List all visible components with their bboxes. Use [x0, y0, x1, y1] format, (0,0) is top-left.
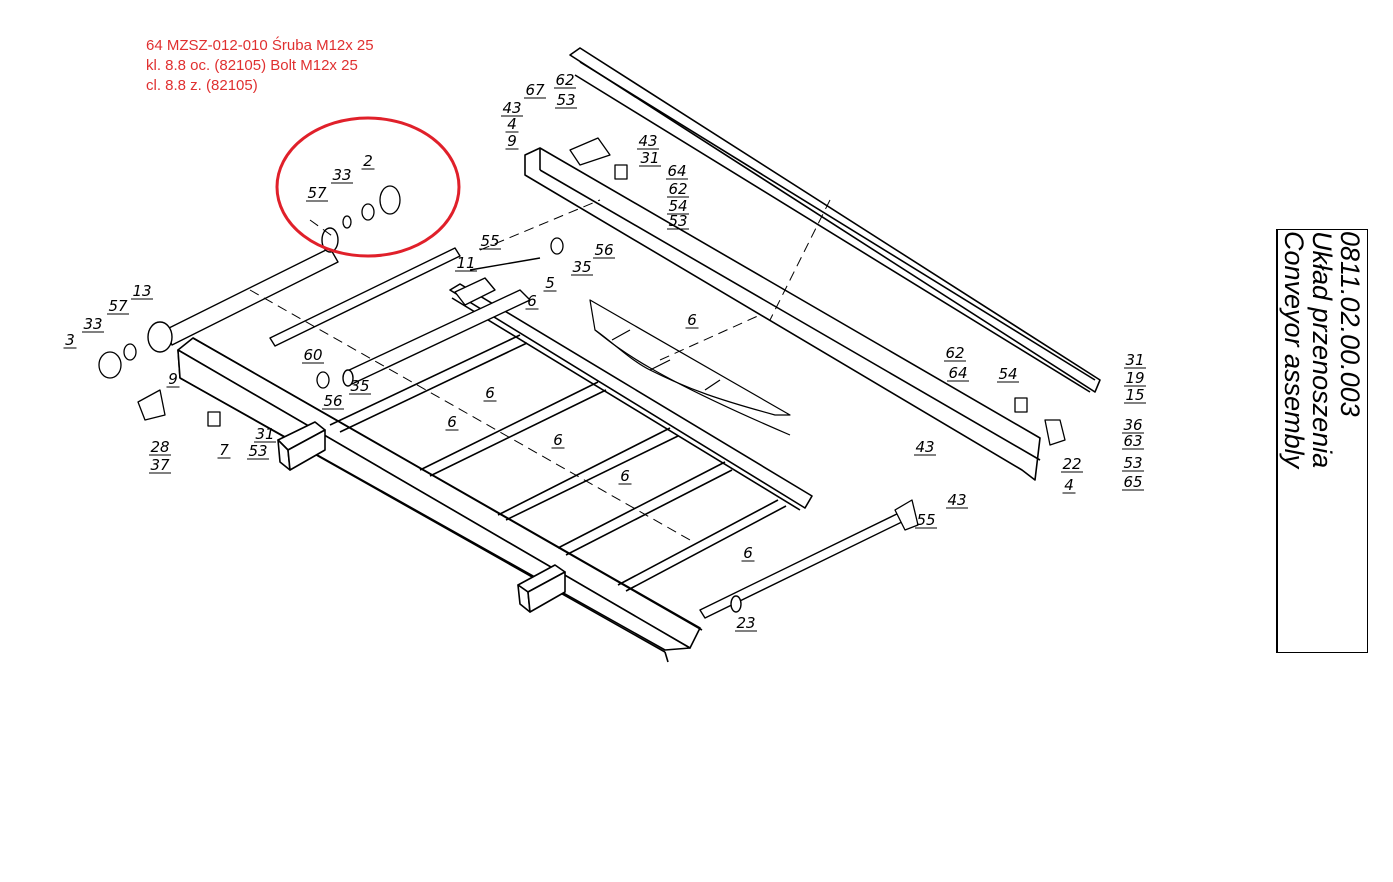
- part-number-label: 64: [948, 364, 967, 382]
- part-number-label: 2: [363, 152, 373, 170]
- rollers: [147, 227, 911, 619]
- bolt-note: 64 MZSZ-012-010 Śruba M12x 25 kl. 8.8 oc…: [146, 36, 374, 96]
- part-number-label: 13: [132, 282, 151, 300]
- part-number-label: 22: [1062, 455, 1081, 473]
- part-number-label: 53: [556, 91, 575, 109]
- part-number-label: 6: [743, 544, 753, 562]
- part-number-label: 62: [555, 71, 574, 89]
- part-number-label: 54: [998, 365, 1017, 383]
- part-number-label: 57: [307, 184, 327, 202]
- note-line: kl. 8.8 oc. (82105) Bolt M12x 25: [146, 57, 358, 74]
- part-number-label: 55: [480, 232, 499, 250]
- part-number-label: 9: [168, 370, 178, 388]
- part-number-label: 53: [1123, 454, 1142, 472]
- title-block: 0811.02.00.003 Układ przenoszenia Convey…: [1279, 231, 1365, 651]
- part-number-label: 35: [350, 377, 369, 395]
- part-number-label: 5: [545, 274, 555, 292]
- part-number-label: 54: [668, 197, 687, 215]
- part-number-label: 6: [527, 292, 537, 310]
- part-number-label: 6: [687, 311, 697, 329]
- part-number-label: 31: [255, 425, 274, 443]
- part-number-label: 19: [1125, 369, 1144, 387]
- part-number-label: 62: [668, 180, 687, 198]
- drawing-number: 0811.02.00.003: [1335, 231, 1365, 417]
- conveyor-belt: [589, 299, 791, 436]
- part-number-label: 43: [915, 438, 934, 456]
- part-number-label: 53: [668, 212, 687, 230]
- part-number-label: 43: [502, 99, 521, 117]
- part-number-label: 33: [332, 166, 351, 184]
- part-number-label: 9: [507, 132, 517, 150]
- part-number-label: 33: [83, 315, 102, 333]
- part-number-label: 35: [572, 258, 591, 276]
- part-number-label: 4: [1064, 476, 1074, 494]
- part-number-label: 55: [916, 511, 935, 529]
- part-number-label: 3: [65, 331, 75, 349]
- note-line: 64 MZSZ-012-010 Śruba M12x 25: [146, 37, 374, 54]
- part-number-label: 31: [1125, 351, 1144, 369]
- part-number-label: 62: [945, 344, 964, 362]
- part-number-label: 43: [947, 491, 966, 509]
- part-number-label: 4: [507, 115, 517, 133]
- part-number-label: 6: [485, 384, 495, 402]
- part-number-label: 6: [620, 467, 630, 485]
- part-number-label: 37: [150, 456, 170, 474]
- part-number-label: 23: [736, 614, 755, 632]
- part-number-label: 67: [525, 81, 545, 99]
- cross-slats: [329, 334, 787, 592]
- highlight-circle: [275, 116, 461, 258]
- tow-bar-right: [517, 564, 566, 613]
- part-number-label: 63: [1123, 432, 1142, 450]
- part-number-label: 56: [323, 392, 342, 410]
- drawing-name-pl: Układ przenoszenia: [1307, 231, 1337, 469]
- part-number-label: 57: [108, 297, 128, 315]
- part-number-label: 60: [303, 346, 322, 364]
- part-number-label: 7: [219, 441, 229, 459]
- small-parts: [98, 137, 1066, 531]
- frame-right-rail: [449, 283, 813, 511]
- part-number-label: 6: [447, 413, 457, 431]
- part-number-label: 56: [594, 241, 613, 259]
- part-number-label: 53: [248, 442, 267, 460]
- side-bar: [524, 147, 1041, 481]
- part-number-label: 36: [1123, 416, 1142, 434]
- part-number-label: 64: [667, 162, 686, 180]
- part-number-label: 43: [638, 132, 657, 150]
- part-number-label: 6: [553, 431, 563, 449]
- guide-rail: [569, 47, 1101, 393]
- drawing-name-en: Conveyor assembly: [1279, 231, 1309, 469]
- note-line: cl. 8.8 z. (82105): [146, 77, 258, 94]
- center-lines: [249, 199, 831, 541]
- part-number-label: 28: [150, 438, 169, 456]
- tow-bar-left: [277, 421, 326, 471]
- part-number-label: 11: [456, 254, 475, 272]
- part-number-label: 15: [1125, 386, 1144, 404]
- title-block-frame: [1276, 229, 1368, 653]
- part-number-label: 65: [1123, 473, 1142, 491]
- part-number-label: 31: [640, 149, 659, 167]
